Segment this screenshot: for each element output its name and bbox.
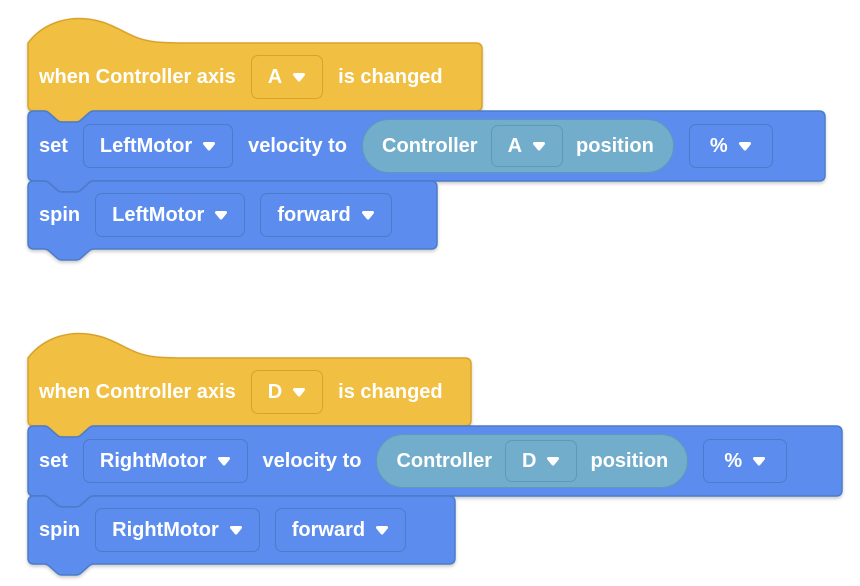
dropdown-caret-icon xyxy=(217,457,230,466)
direction-dropdown[interactable]: forward xyxy=(274,508,407,552)
direction-dropdown[interactable]: forward xyxy=(260,193,392,237)
when-controller-axis-changed-hat-block-1[interactable]: when Controller axis A is changed xyxy=(27,17,483,123)
hat-label-after: is changed xyxy=(338,65,443,88)
spin-motor-block-2[interactable]: spin RightMotor forward xyxy=(27,495,456,576)
motor-dropdown[interactable]: RightMotor xyxy=(95,508,260,552)
dropdown-caret-icon xyxy=(293,73,306,82)
axis-dropdown[interactable]: A xyxy=(250,55,324,99)
velocity-to-label: velocity to xyxy=(262,449,362,472)
dropdown-caret-icon xyxy=(738,142,751,151)
reporter-property-label: position xyxy=(576,134,654,157)
set-keyword-label: set xyxy=(39,449,68,472)
unit-dropdown-value: % xyxy=(724,449,743,472)
velocity-to-label: velocity to xyxy=(248,134,348,157)
stack-block-shape xyxy=(27,495,456,576)
direction-dropdown-value: forward xyxy=(277,203,351,226)
motor-dropdown-value: LeftMotor xyxy=(99,134,193,157)
controller-position-reporter[interactable]: Controller A position xyxy=(362,119,674,173)
axis-dropdown-value: A xyxy=(267,65,283,88)
dropdown-caret-icon xyxy=(203,142,216,151)
dropdown-caret-icon xyxy=(753,457,766,466)
unit-dropdown-value: % xyxy=(709,134,728,157)
controller-position-reporter[interactable]: Controller D position xyxy=(376,434,689,488)
spin-motor-block-1[interactable]: spin LeftMotor forward xyxy=(27,180,438,261)
set-keyword-label: set xyxy=(39,134,68,157)
axis-dropdown-value: D xyxy=(267,380,283,403)
hat-label-after: is changed xyxy=(338,380,443,403)
motor-dropdown-value: RightMotor xyxy=(99,449,207,472)
spin-keyword-label: spin xyxy=(39,518,81,541)
direction-dropdown-value: forward xyxy=(291,518,366,541)
axis-dropdown[interactable]: D xyxy=(250,370,324,414)
dropdown-caret-icon xyxy=(361,211,374,220)
reporter-device-label: Controller xyxy=(396,449,493,472)
motor-dropdown[interactable]: LeftMotor xyxy=(82,124,234,168)
reporter-property-label: position xyxy=(590,449,669,472)
unit-dropdown[interactable]: % xyxy=(688,124,773,168)
hat-label-before: when Controller axis xyxy=(39,380,236,403)
motor-dropdown-value: LeftMotor xyxy=(112,203,205,226)
spin-keyword-label: spin xyxy=(39,203,81,226)
unit-dropdown[interactable]: % xyxy=(703,439,788,483)
dropdown-caret-icon xyxy=(547,457,560,466)
set-motor-velocity-block-2[interactable]: set RightMotor velocity to Controller D … xyxy=(27,425,843,508)
reporter-axis-dropdown[interactable]: D xyxy=(505,440,578,482)
reporter-device-label: Controller xyxy=(382,134,478,157)
motor-dropdown[interactable]: LeftMotor xyxy=(95,193,246,237)
dropdown-caret-icon xyxy=(215,211,228,220)
when-controller-axis-changed-hat-block-2[interactable]: when Controller axis D is changed xyxy=(27,332,472,438)
stack-block-shape xyxy=(27,180,438,261)
reporter-axis-value: A xyxy=(507,134,523,157)
reporter-axis-value: D xyxy=(522,449,537,472)
motor-dropdown-value: RightMotor xyxy=(112,518,219,541)
dropdown-caret-icon xyxy=(293,388,306,397)
dropdown-caret-icon xyxy=(229,526,242,535)
motor-dropdown[interactable]: RightMotor xyxy=(82,439,248,483)
hat-label-before: when Controller axis xyxy=(39,65,236,88)
dropdown-caret-icon xyxy=(533,142,546,151)
reporter-axis-dropdown[interactable]: A xyxy=(490,125,564,167)
dropdown-caret-icon xyxy=(376,526,389,535)
